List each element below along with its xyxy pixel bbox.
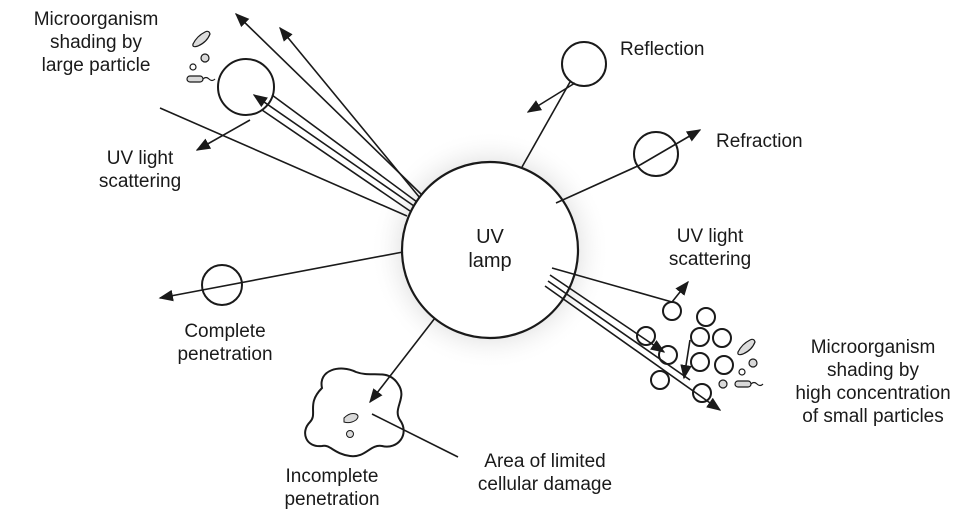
microorganism-dot	[200, 53, 210, 63]
microorganism-dot	[748, 358, 758, 368]
microorganism-rod	[192, 30, 211, 48]
ray-complete-penetration	[158, 251, 404, 302]
label-line: Microorganism	[33, 9, 159, 30]
label-line: Incomplete	[285, 466, 379, 487]
label-line: penetration	[177, 344, 273, 365]
lamp-label-line: lamp	[468, 250, 512, 272]
label-refraction: Refraction	[716, 130, 803, 153]
ray-upper-left-5	[261, 109, 411, 212]
small-particle	[712, 328, 732, 348]
label-line: UV light	[106, 148, 174, 169]
microorganism-rod	[734, 380, 752, 388]
uv-lamp-label: UV lamp	[430, 225, 550, 273]
label-line: Reflection	[620, 39, 705, 60]
label-line: Area of limited	[484, 451, 606, 472]
large-particle	[217, 58, 275, 116]
microorganism-dot	[718, 379, 728, 389]
label-line: high concentration	[795, 383, 951, 404]
ray-incomplete-penetration	[369, 317, 436, 404]
ray-upper-left-3	[271, 94, 418, 203]
label-line: shading by	[50, 32, 142, 53]
ray-scatter-down	[680, 339, 692, 380]
label-uv-scattering-left: UV light scattering	[80, 147, 200, 193]
label-limited-cellular-damage: Area of limited cellular damage	[460, 450, 630, 496]
label-reflection: Reflection	[620, 38, 705, 61]
label-line: cellular damage	[477, 474, 613, 495]
ray-lower-right-4	[544, 285, 722, 411]
ray-scatter-left-b	[195, 119, 251, 151]
ray-reflected	[526, 82, 576, 113]
label-incomplete-penetration: Incomplete penetration	[262, 465, 402, 511]
microorganism-dot	[189, 63, 197, 71]
small-particle	[636, 326, 656, 346]
ray-upper-left-1	[234, 12, 423, 196]
ray-lower-right-2	[549, 274, 666, 353]
lamp-label-line: UV	[476, 226, 504, 248]
small-particle	[696, 307, 716, 327]
label-line: Microorganism	[810, 337, 936, 358]
label-line: Complete	[184, 321, 266, 342]
small-particle	[690, 352, 710, 372]
label-line: shading by	[827, 360, 919, 381]
microorganism-flagellum	[202, 76, 216, 82]
label-line: scattering	[668, 249, 752, 270]
label-line: UV light	[676, 226, 744, 247]
incomplete-penetration-particle	[304, 367, 405, 458]
uv-lamp-circle	[400, 160, 580, 340]
ray-upper-left-2	[279, 26, 421, 199]
label-shading-small-particles: Microorganism shading by high concentrat…	[773, 336, 973, 428]
ray-refracted	[639, 129, 702, 166]
small-particle	[650, 370, 670, 390]
refraction-particle	[633, 131, 679, 177]
reflection-particle	[561, 41, 607, 87]
ray-reflection	[521, 81, 571, 168]
label-line: scattering	[98, 171, 182, 192]
ray-refraction	[555, 164, 641, 204]
label-uv-scattering-right: UV light scattering	[650, 225, 770, 271]
ray-scatter-left	[159, 107, 408, 217]
ray-lower-right-1	[551, 267, 673, 303]
microorganism-rod	[186, 75, 204, 83]
microorganism-inside	[346, 430, 354, 438]
ray-upper-left-4	[252, 94, 415, 207]
label-line: penetration	[284, 489, 380, 510]
label-complete-penetration: Complete penetration	[160, 320, 290, 366]
complete-penetration-particle	[201, 264, 243, 306]
label-line: large particle	[41, 55, 151, 76]
microorganism-flagellum	[750, 381, 764, 387]
small-particle	[714, 355, 734, 375]
ray-scatter-right	[671, 280, 689, 303]
small-particle	[690, 327, 710, 347]
microorganism-dot	[738, 368, 746, 376]
microorganism-rod	[737, 338, 756, 356]
microorganism-inside	[343, 413, 359, 424]
small-particle	[658, 345, 678, 365]
label-line: Refraction	[716, 131, 803, 152]
small-particle	[662, 301, 682, 321]
label-shading-large-particle: Microorganism shading by large particle	[6, 8, 186, 77]
label-line: of small particles	[802, 406, 944, 427]
small-particle	[692, 383, 712, 403]
limited-damage-leader	[371, 413, 459, 458]
